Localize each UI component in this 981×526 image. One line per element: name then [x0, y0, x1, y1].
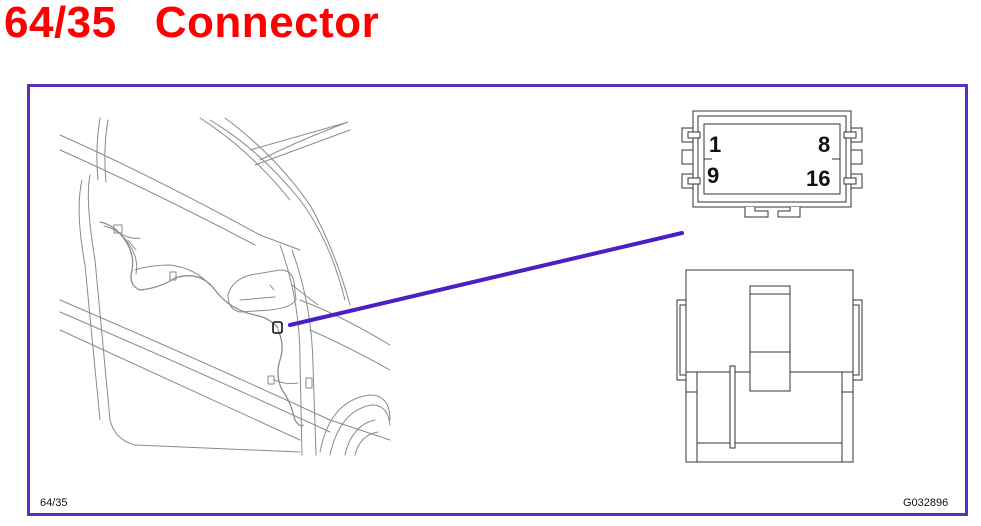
- figure-id-label: 64/35: [40, 497, 68, 509]
- page-title: 64/35 Connector: [4, 0, 380, 47]
- pin-1-label: 1: [709, 132, 721, 157]
- pin-16-label: 16: [806, 166, 830, 191]
- pointer-line: [288, 231, 684, 327]
- pin-9-label: 9: [707, 163, 719, 188]
- connector-face-view: [681, 110, 863, 218]
- pin-8-label: 8: [818, 132, 830, 157]
- connector-side-view: [676, 269, 863, 463]
- connector-location-marker: [272, 321, 283, 334]
- car-door-illustration: [59, 117, 391, 456]
- graphic-code-label: G032896: [903, 497, 949, 509]
- diagram-frame: [27, 84, 968, 516]
